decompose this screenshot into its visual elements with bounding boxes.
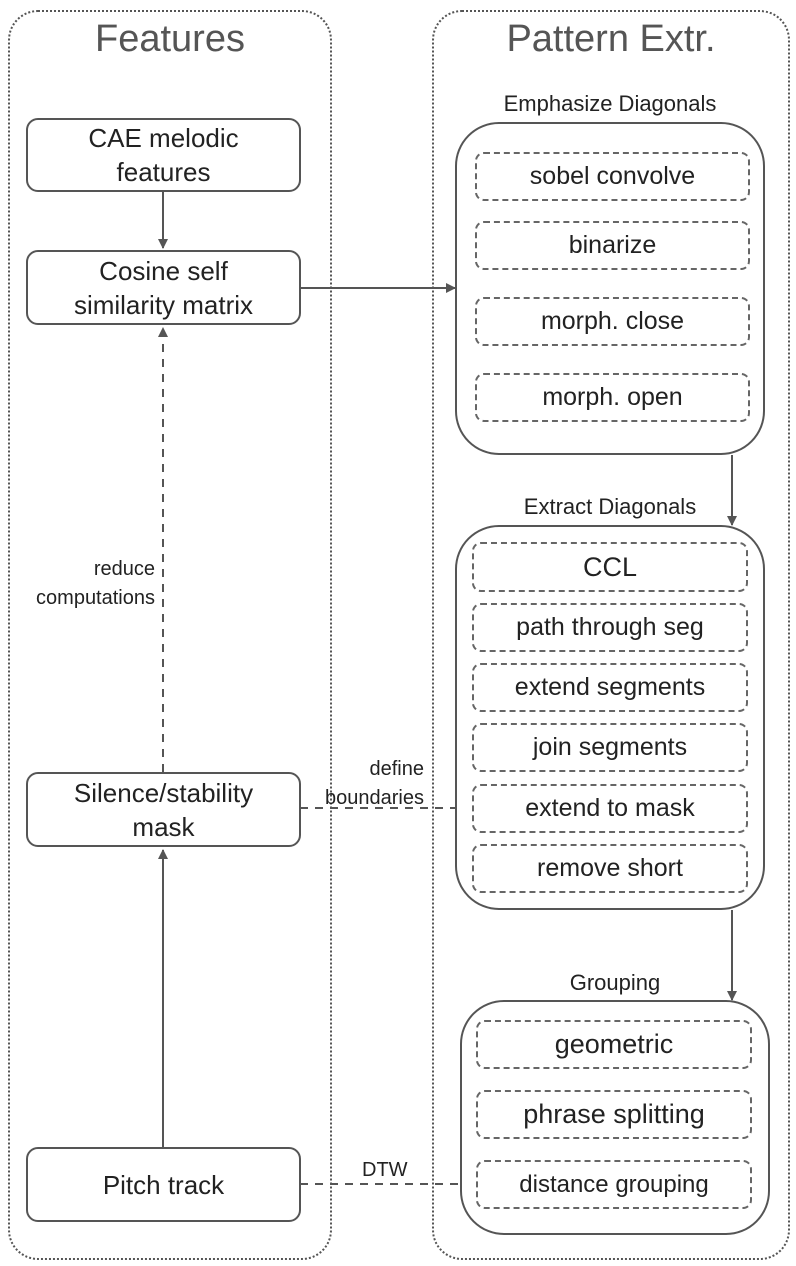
- step-extend-segments: extend segments: [472, 663, 748, 712]
- step-distance-grouping: distance grouping: [476, 1160, 752, 1209]
- step-geometric: geometric: [476, 1020, 752, 1069]
- step-phrase-splitting: phrase splitting: [476, 1090, 752, 1139]
- cosine-similarity-matrix-node: Cosine self similarity matrix: [26, 250, 301, 325]
- step-ccl: CCL: [472, 542, 748, 592]
- cae-melodic-features-node: CAE melodic features: [26, 118, 301, 192]
- features-panel-title: Features: [95, 18, 245, 60]
- emphasize-diagonals-title: Emphasize Diagonals: [503, 91, 717, 116]
- silence-stability-mask-node: Silence/stability mask: [26, 772, 301, 847]
- pattern-extraction-panel: [432, 10, 790, 1260]
- pattern-extraction-panel-title: Pattern Extr.: [506, 18, 716, 60]
- emphasize-diagonals-group: [455, 122, 765, 455]
- pitch-track-node: Pitch track: [26, 1147, 301, 1222]
- step-path-through-seg: path through seg: [472, 603, 748, 652]
- step-sobel-convolve: sobel convolve: [475, 152, 750, 201]
- grouping-title: Grouping: [569, 970, 661, 995]
- edge-label-dtw: DTW: [362, 1159, 408, 1181]
- step-binarize: binarize: [475, 221, 750, 270]
- step-morph-open: morph. open: [475, 373, 750, 422]
- edge-label-define-boundaries: define boundaries: [325, 758, 424, 809]
- features-panel: [8, 10, 332, 1260]
- edge-label-reduce-computations: reduce computations: [36, 558, 155, 609]
- step-extend-to-mask: extend to mask: [472, 784, 748, 833]
- grouping-group: [460, 1000, 770, 1235]
- step-morph-close: morph. close: [475, 297, 750, 346]
- step-remove-short: remove short: [472, 844, 748, 893]
- extract-diagonals-title: Extract Diagonals: [523, 494, 697, 519]
- step-join-segments: join segments: [472, 723, 748, 772]
